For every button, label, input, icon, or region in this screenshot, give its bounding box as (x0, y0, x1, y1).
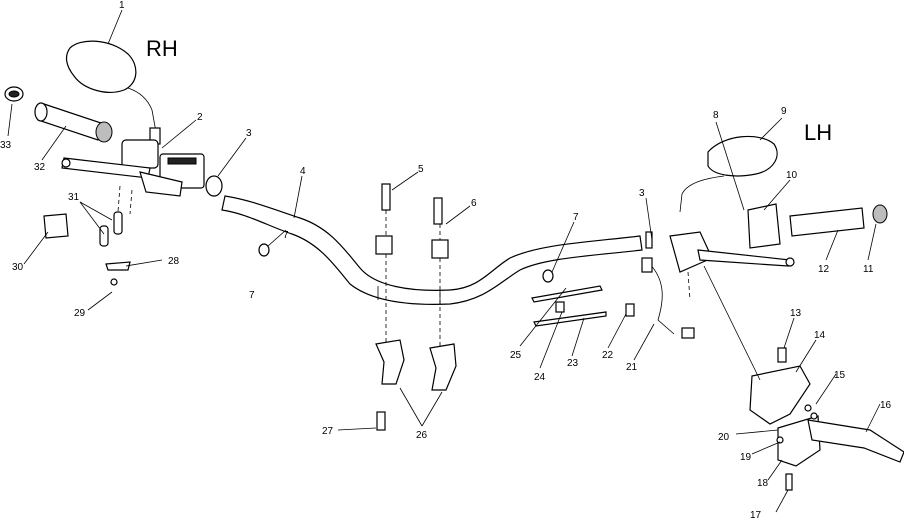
callout-17: 17 (750, 510, 762, 520)
callout-31: 31 (68, 192, 80, 203)
callout-27: 27 (322, 426, 334, 437)
callout-12: 12 (818, 264, 830, 275)
clamp-ring-left (205, 175, 223, 197)
callout-5: 5 (418, 164, 424, 175)
callout-32: 32 (34, 162, 46, 173)
callout-25: 25 (510, 350, 522, 361)
callout-2: 2 (197, 112, 203, 123)
callout-8: 8 (713, 110, 719, 121)
callout-21: 21 (626, 362, 638, 373)
cables-and-small-parts (258, 243, 695, 339)
callout-9: 9 (781, 106, 787, 117)
lh-mirror (679, 135, 778, 213)
callout-26: 26 (416, 430, 428, 441)
callout-7a: 7 (249, 290, 255, 301)
callout-7b: 7 (283, 230, 289, 241)
lh-lever-exploded (703, 265, 904, 491)
callout-16: 16 (880, 400, 892, 411)
leader-lines (7, 9, 881, 513)
callout-18: 18 (757, 478, 769, 489)
callout-22: 22 (602, 350, 614, 361)
callout-6: 6 (471, 198, 477, 209)
callout-3b: 3 (639, 188, 645, 199)
riser-assembly (375, 183, 457, 431)
rh-master-cylinder (61, 139, 205, 197)
callout-20: 20 (718, 432, 730, 443)
callout-28: 28 (168, 256, 180, 267)
callout-14: 14 (814, 330, 826, 341)
rh-label: RH (146, 36, 178, 61)
callout-3a: 3 (246, 128, 252, 139)
callout-30: 30 (12, 262, 24, 273)
rh-mirror (65, 40, 161, 145)
callout-7c: 7 (573, 212, 579, 223)
lh-controls (645, 203, 888, 301)
rh-grip (4, 86, 113, 143)
callout-33: 33 (0, 140, 12, 151)
callout-15: 15 (834, 370, 846, 381)
callout-19: 19 (740, 452, 752, 463)
callout-13: 13 (790, 308, 802, 319)
callout-11: 11 (863, 264, 874, 275)
callout-10: 10 (786, 170, 798, 181)
callout-23: 23 (567, 358, 579, 369)
callout-24: 24 (534, 372, 546, 383)
rh-switch-parts (43, 185, 133, 286)
callout-4: 4 (300, 166, 306, 177)
lh-label: LH (804, 120, 832, 145)
callout-1: 1 (119, 0, 125, 11)
callout-29: 29 (74, 308, 86, 319)
